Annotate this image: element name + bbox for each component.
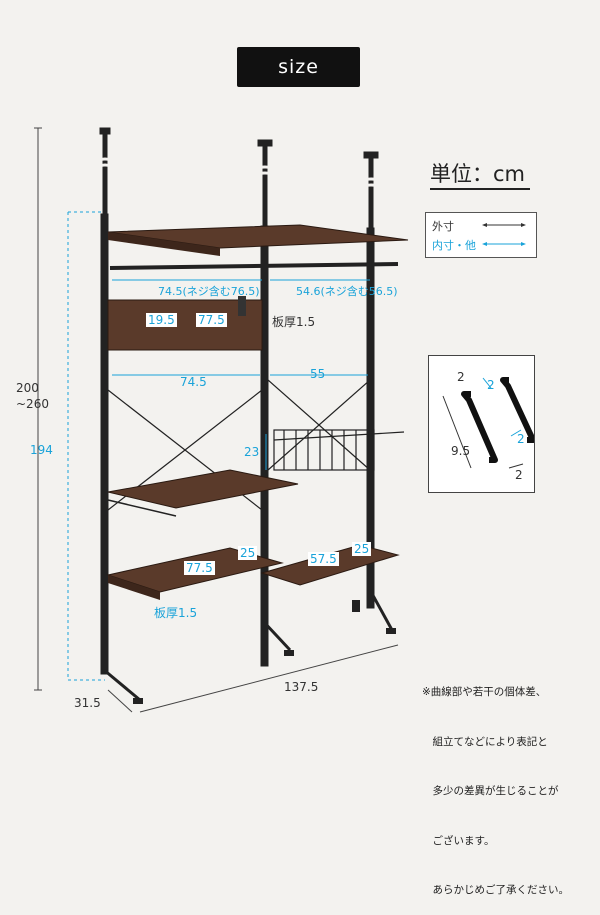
- note-line-3: 多少の差異が生じることが: [422, 785, 559, 797]
- mid-right-width-label: 55: [310, 367, 326, 381]
- panel-thickness-label: 板厚1.5: [272, 315, 316, 329]
- top-right-width-label: 54.6(ネジ含む56.5): [296, 285, 398, 298]
- hook-detail-box: 2 2 2 9.5 2: [428, 355, 535, 493]
- bottom-left-width-label: 77.5: [184, 561, 215, 575]
- total-height-line1: 200: [16, 381, 39, 395]
- total-height-label: 200 ~260: [16, 380, 49, 412]
- note-line-1: ※曲線部や若干の個体差、: [422, 686, 547, 698]
- hook-drawing: [442, 377, 534, 469]
- disclaimer-note: ※曲線部や若干の個体差、 組立てなどにより表記と 多少の差異が生じることが ござ…: [422, 651, 569, 915]
- hook-dim-a: 2: [457, 370, 465, 384]
- note-line-2: 組立てなどにより表記と: [422, 735, 548, 748]
- total-width-label: 137.5: [284, 680, 319, 694]
- rack-height-label: 23: [244, 445, 260, 459]
- unit-underline: [430, 188, 530, 190]
- hook-dim-b: 2: [487, 378, 495, 392]
- depth-label: 31.5: [74, 696, 101, 710]
- mid-left-width-label: 74.5: [180, 375, 207, 389]
- inner-height-label: 194: [30, 443, 53, 457]
- panel-depth-label: 19.5: [146, 313, 177, 327]
- bottom-right-width-label: 57.5: [308, 552, 339, 566]
- hook-dim-d: 9.5: [451, 444, 471, 458]
- top-left-width-label: 74.5(ネジ含む76.5): [158, 285, 260, 298]
- total-height-line2: ~260: [16, 397, 49, 411]
- unit-label: 単位：cm: [430, 162, 526, 186]
- bottom-right-depth-label: 25: [352, 542, 372, 556]
- bottom-left-depth-label: 25: [238, 546, 258, 560]
- bottom-thickness-label: 板厚1.5: [154, 606, 198, 620]
- size-badge: size: [237, 47, 360, 87]
- hook-dim-e: 2: [515, 468, 523, 482]
- panel-width-label: 77.5: [196, 313, 227, 327]
- legend-outer: 外寸: [432, 220, 454, 233]
- hook-dim-c: 2: [517, 432, 525, 446]
- note-line-4: ございます。: [422, 834, 495, 847]
- legend-box: 外寸 内寸・他: [425, 212, 537, 258]
- size-badge-text: size: [278, 56, 319, 78]
- note-line-5: あらかじめご了承ください。: [422, 884, 569, 896]
- legend-arrows: [482, 223, 526, 246]
- legend-inner: 内寸・他: [432, 239, 476, 252]
